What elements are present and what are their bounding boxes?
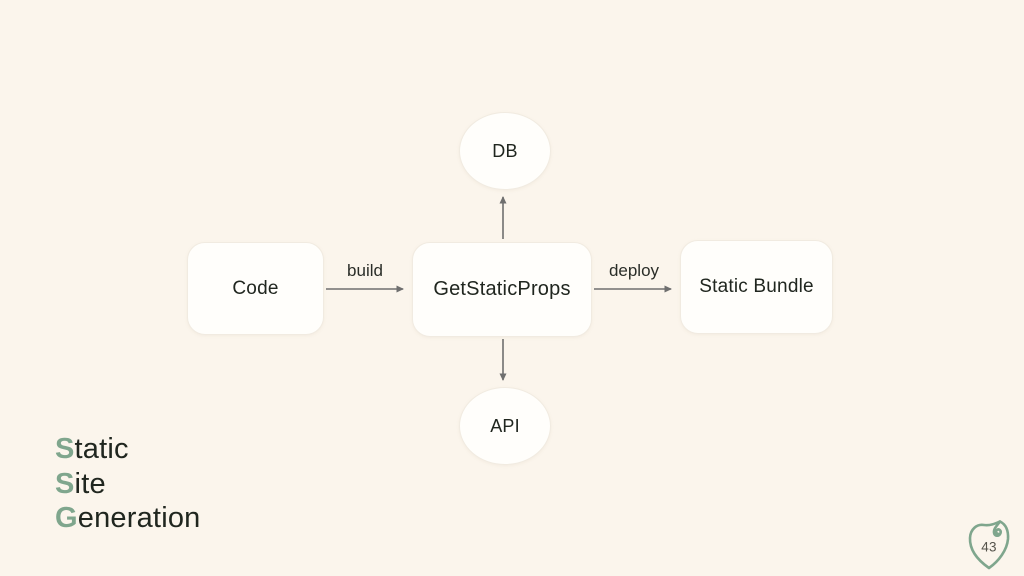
node-code: Code	[187, 242, 324, 335]
node-api-label: API	[490, 415, 520, 436]
title-line-generation-rest: eneration	[77, 502, 201, 534]
title-line-static-rest: tatic	[74, 433, 129, 465]
slide-title: Static Site Generation	[55, 432, 201, 536]
title-line-static-initial: S	[55, 433, 75, 465]
edge-label-build: build	[347, 261, 383, 280]
node-db: DB	[459, 112, 551, 190]
leaf-spiral	[992, 520, 1002, 537]
title-line-site: Site	[55, 467, 201, 502]
title-line-static: Static	[55, 432, 201, 467]
node-getstaticprops: GetStaticProps	[412, 242, 592, 337]
node-code-label: Code	[232, 277, 279, 299]
page-number: 43	[981, 539, 997, 555]
node-static-bundle: Static Bundle	[680, 240, 833, 334]
edge-label-deploy: deploy	[608, 261, 660, 280]
node-getstaticprops-label: GetStaticProps	[433, 278, 571, 300]
footer-logo: 43	[964, 519, 1014, 571]
leaf-outline	[968, 520, 1010, 570]
title-line-site-initial: S	[55, 467, 75, 500]
node-db-label: DB	[492, 140, 518, 161]
node-static-bundle-label: Static Bundle	[699, 276, 814, 297]
title-line-generation: Generation	[55, 501, 201, 536]
leaf-spiral-logo-icon	[968, 520, 1010, 570]
node-api: API	[459, 387, 551, 465]
title-line-site-rest: ite	[74, 467, 106, 500]
title-line-generation-initial: G	[55, 502, 78, 534]
